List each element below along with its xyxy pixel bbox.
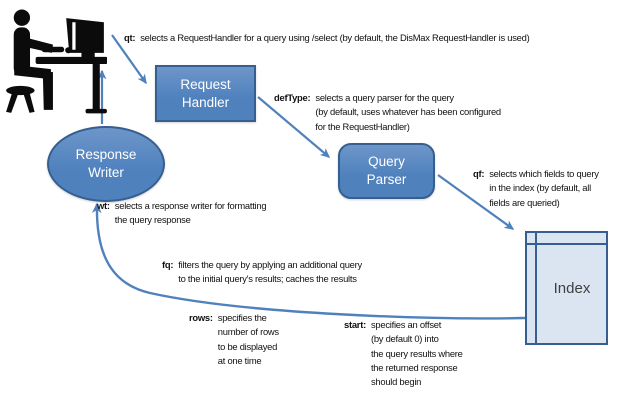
annotation-rows-line: number of rows bbox=[217, 326, 279, 338]
query-parser-label-line1: Query bbox=[368, 154, 405, 169]
annotation-wt-param: wt: bbox=[97, 200, 110, 211]
index-label: Index bbox=[553, 279, 591, 297]
annotation-qt-param: qt: bbox=[124, 32, 136, 43]
index-node: Index bbox=[525, 231, 608, 345]
annotation-fq-param: fq: bbox=[162, 259, 174, 270]
response-writer-label-line2: Writer bbox=[88, 165, 124, 180]
request-handler-node: Request Handler bbox=[155, 65, 256, 122]
annotation-wt: wt: selects a response writer for format… bbox=[97, 199, 267, 228]
annotation-start: start: specifies an offset (by default 0… bbox=[344, 318, 463, 389]
request-handler-label-line2: Handler bbox=[181, 94, 230, 110]
annotation-deftype-line: selects a query parser for the query bbox=[315, 92, 454, 103]
person-at-computer-icon bbox=[5, 8, 108, 118]
annotation-start-line: the returned response bbox=[370, 361, 458, 373]
annotation-rows-line: at one time bbox=[217, 354, 262, 366]
annotation-rows-line: specifies the bbox=[217, 312, 267, 323]
annotation-start-line: (by default 0) into bbox=[370, 333, 439, 345]
annotation-start-line: the query results where bbox=[370, 347, 463, 359]
annotation-qt-line: selects a RequestHandler for a query usi… bbox=[140, 32, 530, 43]
query-parser-node: Query Parser bbox=[338, 143, 435, 199]
annotation-rows-line: to be displayed bbox=[217, 340, 278, 352]
annotation-qf-param: qf: bbox=[473, 168, 485, 179]
annotation-fq: fq: filters the query by applying an add… bbox=[162, 258, 362, 287]
annotation-start-param: start: bbox=[344, 319, 366, 330]
annotation-fq-line: filters the query by applying an additio… bbox=[178, 259, 362, 270]
annotation-start-line: should begin bbox=[370, 376, 422, 388]
person-at-computer-glyph bbox=[6, 9, 108, 114]
annotation-wt-line: selects a response writer for formatting bbox=[114, 200, 267, 211]
annotation-deftype: defType: selects a query parser for the … bbox=[274, 91, 501, 134]
annotation-start-line: specifies an offset bbox=[370, 319, 442, 330]
query-parser-label-line2: Parser bbox=[366, 172, 407, 187]
annotation-deftype-param: defType: bbox=[274, 92, 311, 103]
annotation-qf-line: in the index (by default, all bbox=[489, 182, 591, 194]
annotation-rows-param: rows: bbox=[189, 312, 213, 323]
annotation-deftype-line: (by default, uses whatever has been conf… bbox=[315, 106, 501, 118]
annotation-qf-line: fields are queried) bbox=[489, 196, 560, 208]
annotation-fq-line: to the initial query's results; caches t… bbox=[178, 273, 357, 285]
annotation-qt: qt: selects a RequestHandler for a query… bbox=[124, 31, 530, 45]
annotation-qf-line: selects which fields to query bbox=[489, 168, 599, 179]
annotation-qf: qf: selects which fields to query in the… bbox=[473, 167, 599, 210]
annotation-deftype-line: for the RequestHandler) bbox=[315, 120, 410, 132]
annotation-rows: rows: specifies the number of rows to be… bbox=[189, 311, 279, 368]
response-writer-label-line1: Response bbox=[75, 147, 137, 162]
annotation-wt-line: the query response bbox=[114, 214, 191, 226]
response-writer-node: Response Writer bbox=[47, 126, 165, 202]
request-handler-label-line1: Request bbox=[180, 76, 231, 92]
